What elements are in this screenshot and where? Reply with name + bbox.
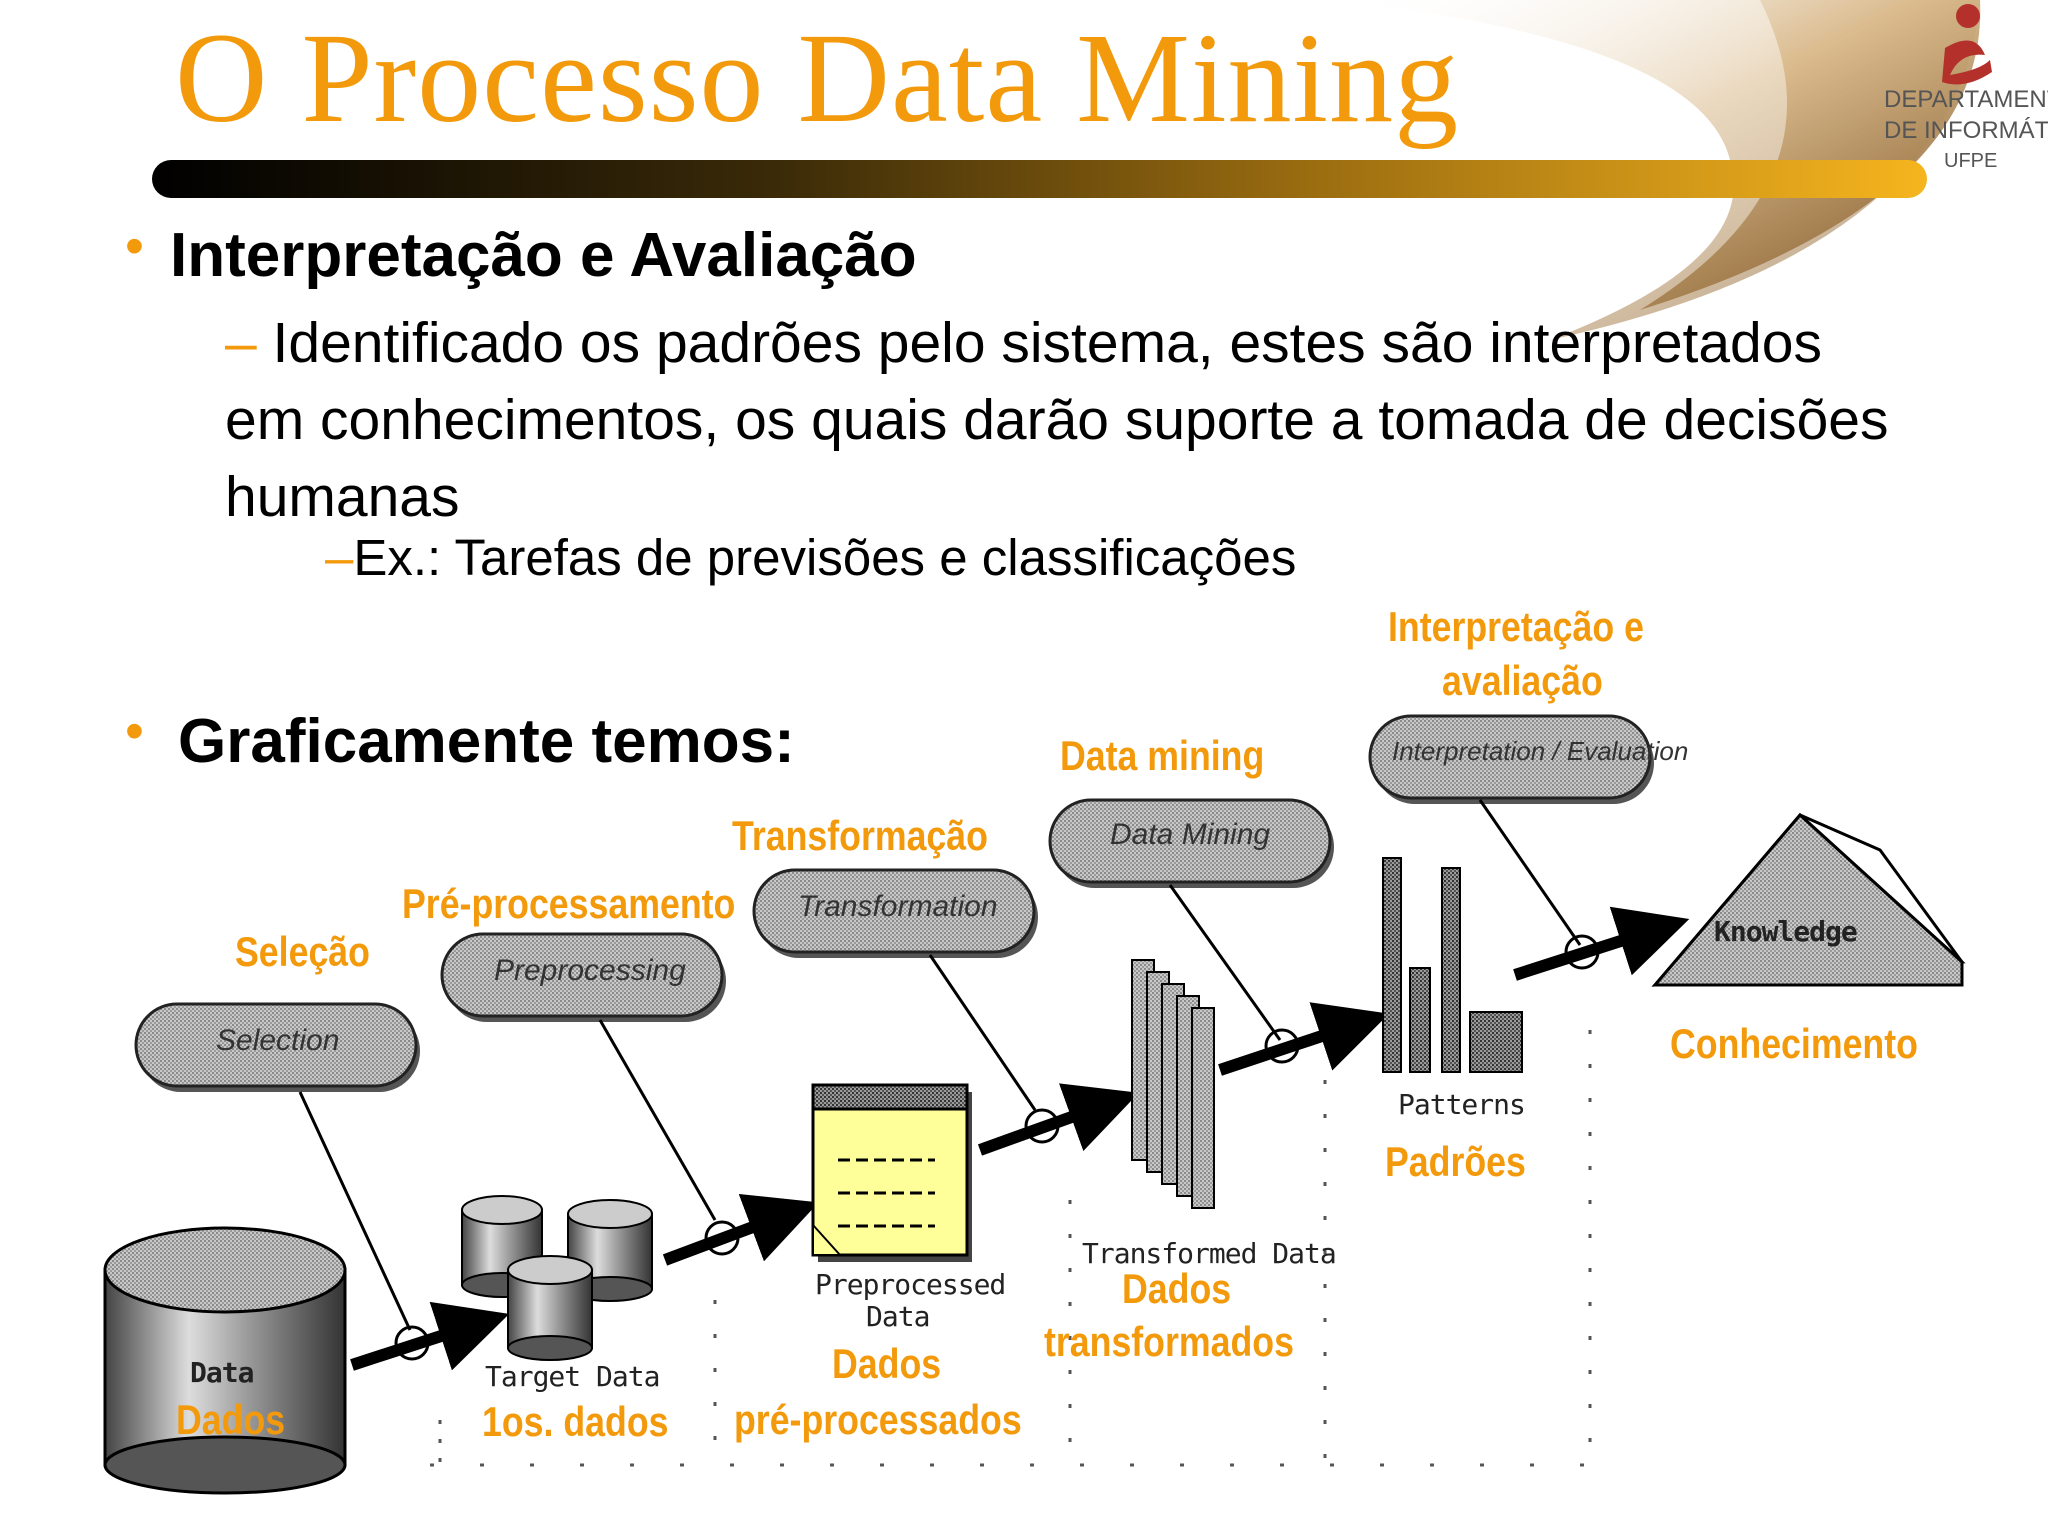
evaluation-en-label: Interpretation / Evaluation	[1392, 736, 1689, 766]
selection-en-label: Selection	[216, 1024, 340, 1057]
bullet1-sub: –Ex.: Tarefas de previsões e classificaç…	[325, 528, 1296, 587]
data-cylinder-icon	[103, 1226, 347, 1495]
logo-line3: UFPE	[1944, 150, 1998, 172]
data-pt-caption: Dados	[176, 1396, 286, 1443]
preprocessing-en-label: Preprocessing	[494, 954, 686, 987]
header-decoration	[152, 0, 1992, 340]
preprocessed-en-caption-2: Data	[866, 1300, 930, 1333]
evaluation-pill	[1368, 714, 1654, 804]
knowledge-en-caption: Knowledge	[1714, 915, 1858, 948]
transformation-en-label: Transformation	[798, 890, 998, 923]
connector-preprocessing	[598, 1019, 717, 1221]
bullet1-sub-text: Ex.: Tarefas de previsões e classificaçõ…	[353, 529, 1297, 586]
evaluation-pt-label-2: avaliação	[1442, 657, 1603, 704]
transformation-pill	[752, 868, 1038, 958]
datamining-pt-label: Data mining	[1060, 732, 1265, 779]
dash-glyph: –	[225, 311, 257, 375]
bullet1-heading: Interpretação e Avaliação	[170, 221, 917, 290]
arrow-1-icon	[350, 1301, 510, 1371]
arrow-5-icon	[1513, 906, 1690, 981]
preprocessed-document-icon	[811, 1083, 972, 1262]
bullet2-heading: Graficamente temos:	[178, 707, 795, 776]
connector-transformation	[928, 954, 1037, 1111]
bullet-glyph-2: •	[125, 701, 144, 761]
arrow-3-icon	[977, 1083, 1139, 1156]
target-pt-caption: 1os. dados	[482, 1398, 669, 1445]
preprocessing-pill	[440, 932, 726, 1022]
datamining-pill	[1048, 798, 1334, 888]
transformed-pt-caption-2: transformados	[1044, 1318, 1294, 1365]
connector-selection	[298, 1091, 412, 1331]
knowledge-pyramid-icon	[1651, 812, 1966, 987]
connector-datamining	[1168, 884, 1282, 1041]
evaluation-pt-label-1: Interpretação e	[1388, 603, 1644, 650]
transformation-pt-label: Transformação	[732, 812, 988, 859]
arrow-4-icon	[1218, 1002, 1390, 1076]
preprocessed-pt-caption-2: pré-processados	[734, 1396, 1022, 1443]
logo-line1: DEPARTAMENTO	[1884, 86, 2048, 113]
target-en-caption: Target Data	[485, 1360, 660, 1393]
selection-pill	[134, 1002, 420, 1092]
logo-text: DEPARTAMENTO DE INFORMÁTICA UFPE	[1884, 84, 2048, 177]
patterns-bars-icon	[1382, 857, 1523, 1073]
bullet-glyph-1: •	[125, 216, 144, 276]
preprocessed-en-caption-1: Preprocessed	[815, 1268, 1006, 1301]
header-bar	[152, 160, 1927, 198]
transformed-data-sheets-icon	[1131, 959, 1215, 1209]
transformed-en-caption: Transformed Data	[1082, 1237, 1337, 1270]
ufpe-logo-icon	[1942, 4, 1992, 85]
target-data-cylinders-icon	[461, 1195, 653, 1361]
logo-line2: DE INFORMÁTICA	[1884, 117, 2048, 144]
patterns-en-caption: Patterns	[1398, 1088, 1526, 1121]
datamining-en-label: Data Mining	[1110, 818, 1271, 851]
preprocessing-pt-label: Pré-processamento	[402, 880, 736, 927]
connector-evaluation	[1478, 799, 1582, 946]
transformed-pt-caption-1: Dados	[1122, 1265, 1232, 1312]
arrow-2-icon	[662, 1193, 819, 1266]
preprocessed-pt-caption-1: Dados	[832, 1340, 942, 1387]
slide-title: O Processo Data Mining	[175, 7, 1460, 149]
data-en-caption: Data	[190, 1356, 254, 1389]
selection-pt-label: Seleção	[235, 928, 370, 975]
patterns-pt-caption: Padrões	[1385, 1138, 1526, 1185]
bullet1-body: Identificado os padrões pelo sistema, es…	[225, 311, 1889, 529]
sub-dash-glyph: –	[325, 529, 354, 586]
knowledge-pt-caption: Conhecimento	[1670, 1020, 1918, 1067]
bullet1-text: – Identificado os padrões pelo sistema, …	[225, 305, 1905, 536]
